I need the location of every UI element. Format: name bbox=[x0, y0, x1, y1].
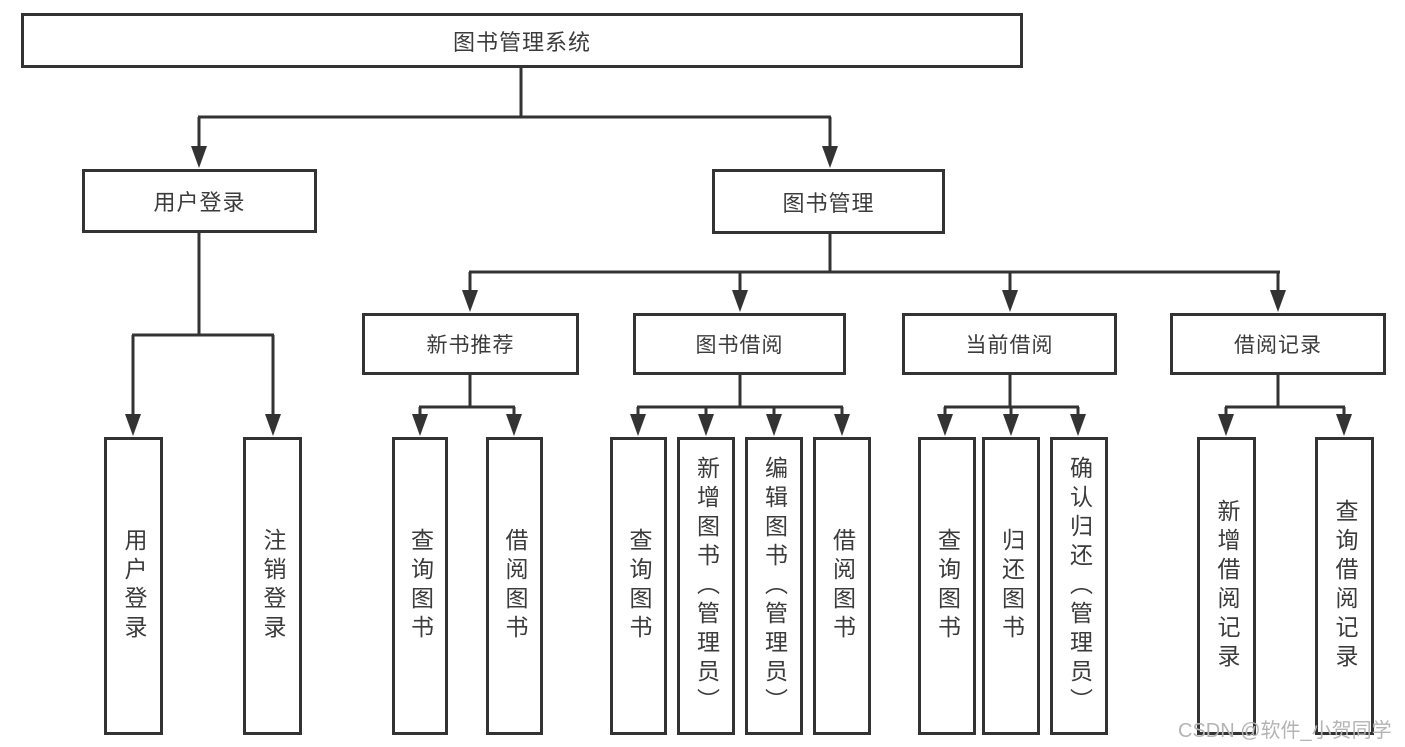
leaf-confirm-return-admin: 确认归还（管理员） bbox=[1050, 437, 1108, 735]
node-borrowing-records-label: 借阅记录 bbox=[1234, 334, 1322, 357]
leaf-logout: 注销登录 bbox=[243, 437, 302, 735]
leaf-add-books-admin-label: 新增图书（管理员） bbox=[693, 455, 720, 717]
leaf-user-login-label: 用户登录 bbox=[121, 528, 147, 644]
leaf-query-books-3-label: 查询图书 bbox=[934, 528, 961, 644]
leaf-borrow-books-1-label: 借阅图书 bbox=[502, 528, 528, 644]
leaf-confirm-return-admin-label: 确认归还（管理员） bbox=[1066, 455, 1093, 717]
leaf-edit-books-admin-label: 编辑图书（管理员） bbox=[761, 455, 788, 717]
node-borrowing-records: 借阅记录 bbox=[1170, 313, 1386, 375]
leaf-add-borrow-record: 新增借阅记录 bbox=[1197, 437, 1256, 735]
node-user-login-label: 用户登录 bbox=[153, 190, 246, 215]
node-root-label: 图书管理系统 bbox=[452, 29, 591, 55]
watermark: CSDN @软件_小贺同学 bbox=[1178, 720, 1392, 742]
node-user-login: 用户登录 bbox=[82, 169, 317, 233]
leaf-edit-books-admin: 编辑图书（管理员） bbox=[745, 437, 803, 735]
leaf-return-books-label: 归还图书 bbox=[998, 528, 1025, 644]
leaf-borrow-books-2: 借阅图书 bbox=[813, 437, 871, 735]
node-book-borrowing: 图书借阅 bbox=[633, 313, 846, 375]
leaf-add-borrow-record-label: 新增借阅记录 bbox=[1214, 499, 1240, 673]
leaf-query-books-1: 查询图书 bbox=[392, 437, 448, 735]
node-book-management: 图书管理 bbox=[712, 169, 945, 234]
leaf-query-books-3: 查询图书 bbox=[918, 437, 976, 735]
node-book-management-label: 图书管理 bbox=[782, 190, 875, 216]
leaf-query-borrow-record-label: 查询借阅记录 bbox=[1332, 499, 1358, 673]
leaf-user-login: 用户登录 bbox=[104, 437, 163, 735]
leaf-query-borrow-record: 查询借阅记录 bbox=[1315, 437, 1374, 735]
leaf-add-books-admin: 新增图书（管理员） bbox=[677, 437, 735, 735]
node-current-borrowing: 当前借阅 bbox=[902, 313, 1117, 375]
node-current-borrowing-label: 当前借阅 bbox=[965, 334, 1054, 357]
leaf-borrow-books-1: 借阅图书 bbox=[486, 437, 543, 735]
leaf-return-books: 归还图书 bbox=[982, 437, 1040, 735]
node-root: 图书管理系统 bbox=[21, 13, 1023, 68]
leaf-logout-label: 注销登录 bbox=[260, 528, 286, 644]
leaf-query-books-2: 查询图书 bbox=[610, 437, 667, 735]
node-book-borrowing-label: 图书借阅 bbox=[695, 334, 784, 357]
leaf-query-books-2-label: 查询图书 bbox=[626, 528, 652, 644]
leaf-query-books-1-label: 查询图书 bbox=[407, 528, 434, 644]
node-new-book-recommendation: 新书推荐 bbox=[362, 313, 579, 375]
leaf-borrow-books-2-label: 借阅图书 bbox=[829, 528, 856, 644]
node-new-book-recommendation-label: 新书推荐 bbox=[426, 334, 515, 357]
